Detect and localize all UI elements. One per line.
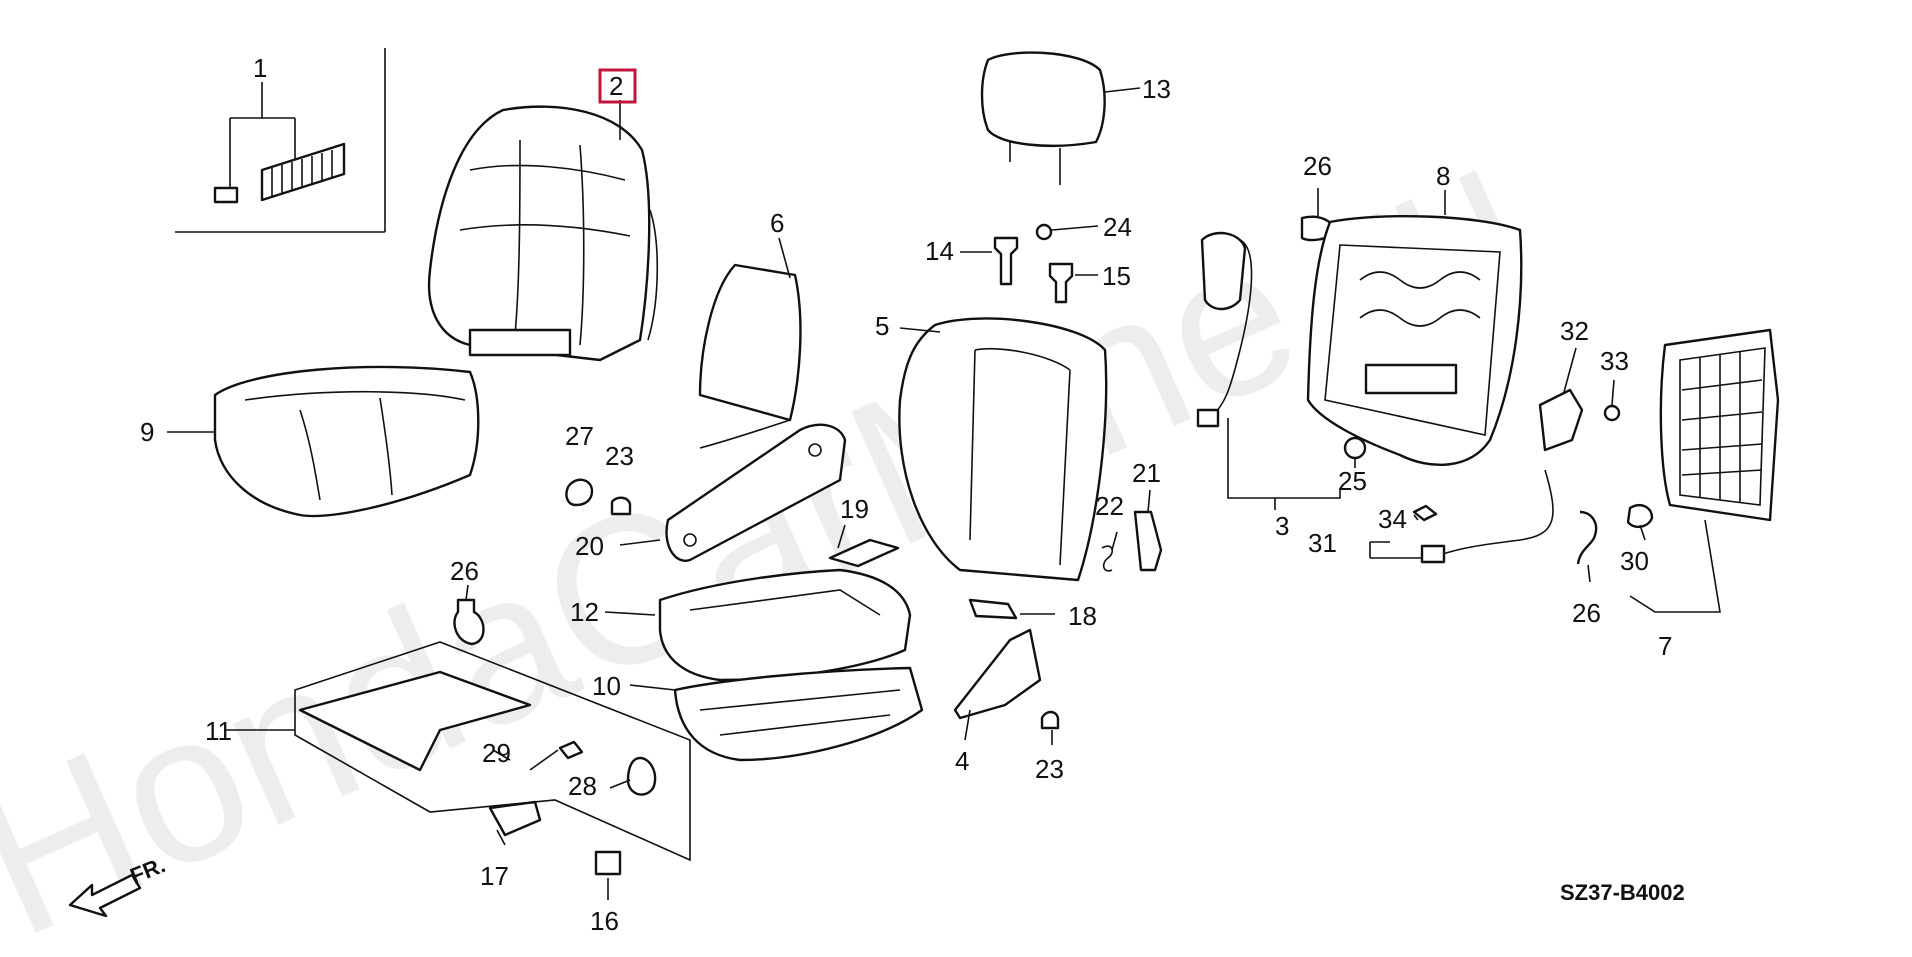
label-13[interactable]: 13 xyxy=(1142,74,1171,104)
leader-lines xyxy=(167,82,1721,900)
label-15[interactable]: 15 xyxy=(1102,261,1131,291)
label-21[interactable]: 21 xyxy=(1132,458,1161,488)
part-17-cover-cap[interactable] xyxy=(488,800,542,837)
label-14[interactable]: 14 xyxy=(925,236,954,266)
label-6[interactable]: 6 xyxy=(770,208,784,238)
label-1[interactable]: 1 xyxy=(253,53,267,83)
label-28[interactable]: 28 xyxy=(568,771,597,801)
front-direction-arrow xyxy=(68,873,142,918)
part-6-back-panel[interactable] xyxy=(698,263,802,449)
label-5[interactable]: 5 xyxy=(875,311,889,341)
label-26-top[interactable]: 26 xyxy=(1303,151,1332,181)
label-33[interactable]: 33 xyxy=(1600,346,1629,376)
label-26-right[interactable]: 26 xyxy=(1572,598,1601,628)
label-11[interactable]: 11 xyxy=(205,716,232,746)
label-24[interactable]: 24 xyxy=(1103,212,1132,242)
label-26-left[interactable]: 26 xyxy=(450,556,479,586)
label-4[interactable]: 4 xyxy=(955,746,969,776)
label-8[interactable]: 8 xyxy=(1436,161,1450,191)
part-20-seat-side-cover[interactable] xyxy=(665,423,847,562)
label-7[interactable]: 7 xyxy=(1658,631,1672,661)
part-15-headrest-guide[interactable] xyxy=(1048,262,1074,304)
part-34-clip[interactable] xyxy=(1412,504,1438,522)
label-10[interactable]: 10 xyxy=(592,671,621,701)
part-25-grommet[interactable] xyxy=(1343,436,1367,460)
part-33-screw[interactable] xyxy=(1603,404,1621,422)
label-23a[interactable]: 23 xyxy=(605,441,634,471)
label-22[interactable]: 22 xyxy=(1095,491,1124,521)
part-10-seat-frame[interactable] xyxy=(673,666,924,762)
part-14-headrest-guide[interactable] xyxy=(993,236,1019,286)
part-29-clip[interactable] xyxy=(558,740,584,760)
part-18-bracket[interactable] xyxy=(968,598,1018,620)
part-26-clip-left[interactable] xyxy=(453,598,485,646)
part-19-trim-piece[interactable] xyxy=(828,538,900,568)
label-3[interactable]: 3 xyxy=(1275,511,1289,541)
diagram-code: SZ37-B4002 xyxy=(1560,880,1685,905)
label-31[interactable]: 31 xyxy=(1308,528,1337,558)
part-13-headrest[interactable] xyxy=(980,51,1106,185)
part-21-cover[interactable] xyxy=(1133,510,1163,572)
part-8-seatback-frame[interactable] xyxy=(1306,215,1523,466)
part-2-seatback-cover[interactable] xyxy=(427,105,659,362)
part-22-spring[interactable] xyxy=(1101,545,1114,572)
part-3-harness[interactable] xyxy=(1196,231,1253,428)
label-30[interactable]: 30 xyxy=(1620,546,1649,576)
part-31-sub-harness[interactable] xyxy=(1420,469,1554,564)
label-2[interactable]: 2 xyxy=(609,71,623,101)
label-9[interactable]: 9 xyxy=(140,417,154,447)
part-1-clips[interactable] xyxy=(175,48,386,233)
highlight-box xyxy=(598,68,637,104)
part-7-back-board[interactable] xyxy=(1659,328,1780,522)
label-16[interactable]: 16 xyxy=(590,906,619,936)
part-27-grommet[interactable] xyxy=(565,478,594,507)
part-32-switch[interactable] xyxy=(1538,388,1584,452)
label-25[interactable]: 25 xyxy=(1338,466,1367,496)
label-20[interactable]: 20 xyxy=(575,531,604,561)
label-27[interactable]: 27 xyxy=(565,421,594,451)
part-16-cap[interactable] xyxy=(594,850,622,876)
label-18[interactable]: 18 xyxy=(1068,601,1097,631)
part-labels: 1 2 3 4 5 6 7 8 9 10 11 12 13 14 15 16 1… xyxy=(127,53,1685,936)
label-12[interactable]: 12 xyxy=(570,597,599,627)
label-23b[interactable]: 23 xyxy=(1035,754,1064,784)
part-24-screw[interactable] xyxy=(1035,223,1053,241)
label-19[interactable]: 19 xyxy=(840,494,869,524)
part-30-grommet[interactable] xyxy=(1626,504,1654,529)
part-5-seatback-pad[interactable] xyxy=(898,317,1108,582)
label-32[interactable]: 32 xyxy=(1560,316,1589,346)
part-9-seat-cushion-cover[interactable] xyxy=(213,365,480,518)
label-34[interactable]: 34 xyxy=(1378,504,1407,534)
label-29[interactable]: 29 xyxy=(482,738,511,768)
part-26-clip-right[interactable] xyxy=(1576,510,1598,565)
label-17[interactable]: 17 xyxy=(480,861,509,891)
part-12-seat-cushion-pad[interactable] xyxy=(658,568,912,682)
part-11-under-cover[interactable] xyxy=(294,641,691,862)
part-23-bolt-lower[interactable] xyxy=(1040,710,1060,730)
part-28-clip[interactable] xyxy=(626,756,657,796)
part-23-bolt-upper[interactable] xyxy=(610,496,632,516)
part-4-bracket[interactable] xyxy=(953,628,1042,720)
